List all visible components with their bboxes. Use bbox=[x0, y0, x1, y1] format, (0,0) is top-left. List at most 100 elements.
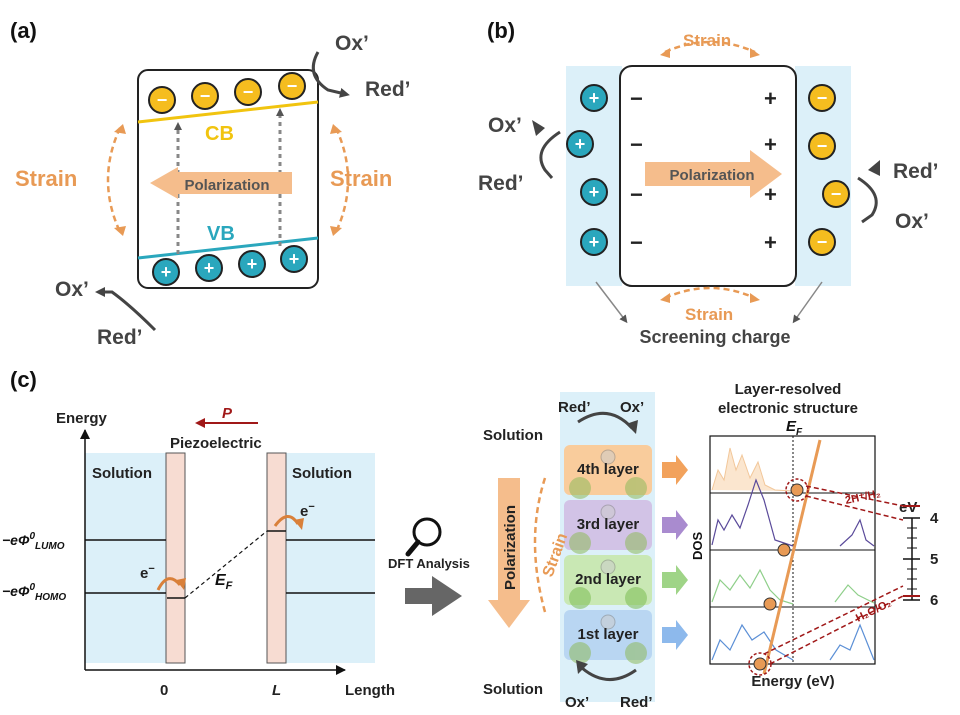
plus-sign: + bbox=[764, 86, 777, 111]
dos-curve-1 bbox=[711, 623, 875, 661]
dos-plot: Layer-resolved electronic structure EF D… bbox=[690, 381, 876, 690]
energy-axis-label: Energy bbox=[56, 410, 108, 427]
ev-tick-label: 6 bbox=[930, 592, 938, 609]
redox-arc-bottom bbox=[581, 666, 637, 681]
panel-b-label: (b) bbox=[487, 18, 515, 43]
dos-ef-label: EF bbox=[786, 418, 803, 438]
dos-curve-3 bbox=[711, 478, 875, 547]
strain-label-left: Strain bbox=[15, 166, 77, 191]
redox-arrowhead bbox=[626, 420, 638, 434]
layer-arrow bbox=[662, 565, 688, 595]
layer-ef-point bbox=[790, 483, 804, 497]
minus-sign: − bbox=[630, 132, 643, 157]
dos-curve-2 bbox=[711, 568, 875, 605]
redox-arrow-top bbox=[311, 51, 350, 98]
redox-arrowhead bbox=[576, 660, 588, 674]
electron-sign: − bbox=[157, 90, 168, 110]
minus-sign: − bbox=[630, 86, 643, 111]
piezo-region bbox=[185, 453, 267, 663]
strain-arrowhead bbox=[660, 293, 670, 303]
redox-arrow-right bbox=[857, 176, 878, 224]
red-label-bottom: Red’ bbox=[620, 694, 653, 711]
atom bbox=[600, 504, 616, 520]
solution-label-top: Solution bbox=[483, 427, 543, 444]
polarization-arrow bbox=[645, 150, 782, 198]
red-label-right: Red’ bbox=[893, 160, 939, 183]
atom bbox=[569, 587, 591, 609]
magnifier-handle bbox=[405, 539, 421, 557]
electron bbox=[148, 86, 176, 114]
electron-hop-arrowhead bbox=[176, 578, 186, 590]
plus-sign: + bbox=[764, 182, 777, 207]
barrier-left bbox=[165, 452, 186, 664]
atom bbox=[600, 449, 616, 465]
electron-sign: − bbox=[200, 86, 211, 106]
atom bbox=[600, 559, 616, 575]
atoms bbox=[569, 449, 647, 664]
barrier-right bbox=[266, 452, 287, 664]
electron bbox=[808, 228, 836, 256]
hole bbox=[580, 228, 608, 256]
highlight-circle bbox=[785, 478, 809, 502]
strain-label-right: Strain bbox=[330, 166, 392, 191]
layer-stack: 4th layer 3rd layer 2nd layer 1st layer bbox=[560, 392, 688, 702]
ox-label-bottom: Ox’ bbox=[565, 694, 589, 711]
atom bbox=[625, 642, 647, 664]
redox-arrow-bottom bbox=[95, 287, 157, 332]
electron bbox=[278, 72, 306, 100]
electron-hop-left bbox=[156, 577, 182, 591]
hole bbox=[152, 258, 180, 286]
ox-label-top: Ox’ bbox=[335, 32, 369, 55]
layer-arrow bbox=[662, 620, 688, 650]
layer-ef-point bbox=[763, 597, 777, 611]
screening-pointer-right bbox=[792, 281, 823, 324]
hole-sign: + bbox=[589, 88, 600, 108]
strain-arrowhead bbox=[114, 124, 126, 134]
x-zero-label: 0 bbox=[160, 682, 168, 699]
p-label: P bbox=[222, 405, 233, 422]
atom bbox=[600, 614, 616, 630]
strain-arrowhead bbox=[750, 293, 760, 303]
strain-label-bottom: Strain bbox=[685, 305, 733, 324]
panel-c-label: (c) bbox=[10, 367, 37, 392]
x-L-label: L bbox=[272, 682, 281, 699]
layer-arrow bbox=[662, 510, 688, 540]
electron-sign: − bbox=[243, 82, 254, 102]
strain-label-top: Strain bbox=[683, 31, 731, 50]
minus-sign: − bbox=[630, 182, 643, 207]
electron-sign: − bbox=[831, 184, 842, 204]
hole bbox=[566, 130, 594, 158]
electron-sign: − bbox=[817, 136, 828, 156]
solution-label-left: Solution bbox=[92, 465, 152, 482]
strain-arrowhead bbox=[330, 124, 342, 134]
hole-sign: + bbox=[247, 254, 258, 274]
polarization-label-vertical: Polarization bbox=[502, 505, 519, 590]
layer-label: 1st layer bbox=[578, 626, 639, 643]
vb-label: VB bbox=[207, 223, 235, 245]
electrons: − − − − bbox=[148, 72, 306, 114]
solution-label-right: Solution bbox=[292, 465, 352, 482]
fermi-level bbox=[184, 530, 268, 599]
screening-pointer-left bbox=[595, 281, 628, 324]
redox-arrowhead bbox=[868, 160, 880, 176]
ev-scale: eV 4 5 6 bbox=[899, 499, 939, 609]
o2-connector bbox=[769, 595, 904, 665]
o2-connector bbox=[763, 585, 904, 655]
strain-arc-left bbox=[106, 127, 122, 233]
electron-sign: − bbox=[817, 232, 828, 252]
ox-label-top: Ox’ bbox=[620, 399, 644, 416]
strain-arc-right bbox=[334, 127, 350, 233]
polarization-label: Polarization bbox=[184, 177, 269, 194]
hole-sign: + bbox=[289, 249, 300, 269]
ev-tick-label: 4 bbox=[930, 510, 939, 527]
lumo-label: −eΦ0LUMO bbox=[2, 531, 65, 552]
dos-xlabel: Energy (eV) bbox=[751, 673, 834, 690]
bound-charges: − − − − + + + + bbox=[630, 86, 777, 255]
homo-label: −eΦ0HOMO bbox=[2, 582, 66, 603]
dos-ylabel: DOS bbox=[690, 532, 705, 561]
panel-b: (b) + + + + − − − − − − bbox=[478, 18, 939, 347]
ox-label-bottom: Ox’ bbox=[55, 278, 89, 301]
atom bbox=[625, 532, 647, 554]
hole-sign: + bbox=[204, 258, 215, 278]
